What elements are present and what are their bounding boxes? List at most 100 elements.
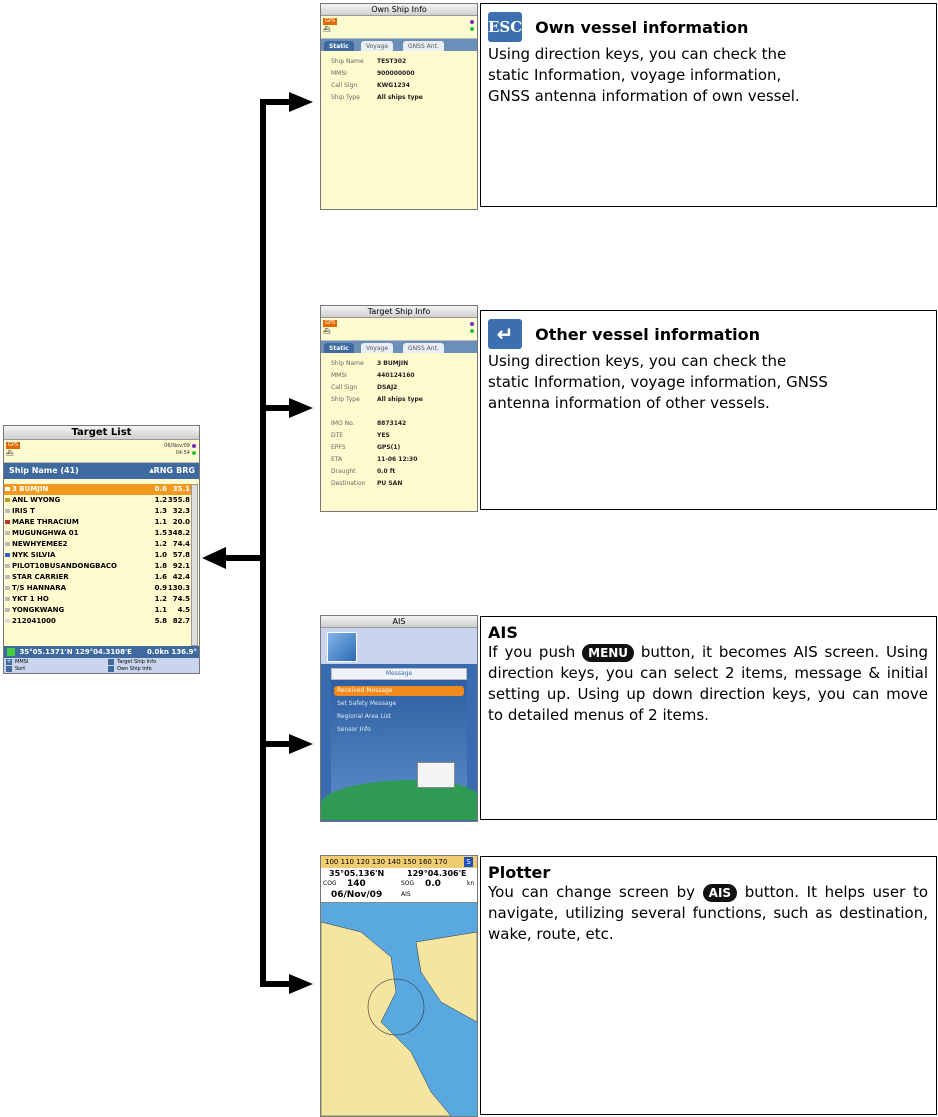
info-row: IMO No.8873142 [331,420,407,427]
esc-icon [108,666,114,672]
ship-icon [5,487,10,491]
range-ring [367,978,425,1036]
tab-voyage[interactable]: Voyage [361,41,394,53]
plus-icon: + [6,658,12,665]
screen-title: Target Ship Info [321,306,477,318]
gps-signal-icon [7,648,15,656]
connector-back [224,555,262,561]
col-brg[interactable]: BRG [176,466,195,475]
col-ship-name[interactable]: Ship Name (41) [9,466,79,475]
target-ship-screen: Target Ship Info GPS ⛴ Static Voyage GNS… [320,305,478,512]
gps-badge: GPS [323,18,338,25]
ship-icon [5,564,10,568]
minus-icon [6,666,12,672]
tab-static[interactable]: Static [324,41,354,53]
ais-info-box: AIS If you push MENU button, it becomes … [480,616,937,820]
box-body: You can change screen by AIS button. It … [488,883,929,943]
gps-badge: GPS [323,320,338,327]
tab-gnss[interactable]: GNSS Ant. [403,41,444,53]
tab-static[interactable]: Static [324,343,354,355]
connector-ais [260,741,290,747]
menu-item-regional[interactable]: Regional Area List [337,713,391,720]
plotter-info-box: Plotter You can change screen by AIS but… [480,856,937,1115]
menu-item-received[interactable]: Received Message [334,686,464,696]
arrow-plotter [289,974,313,994]
box-body: Using direction keys, you can check the … [488,352,828,412]
s-icon: S [464,857,473,867]
position-bar: 35°05.1371'N 129°04.3108'E 0.0kn 136.9° [4,646,199,658]
menu-list: Received Message Set Safety Message Regi… [321,680,477,820]
connector-other [260,405,290,411]
ais-key-icon: AIS [702,883,738,902]
menu-key-icon: MENU [582,643,635,662]
target-list-screen: Target List GPS ⛴ 06/Nov/09 04:54 Ship N… [3,425,200,674]
ship-icon [5,619,10,623]
ship-icon [5,498,10,502]
land-mass [321,921,452,1116]
status-datetime: 06/Nov/09 04:54 [164,443,196,457]
softkey-own[interactable]: Own Ship Info [117,666,152,672]
arrow-back [202,547,226,569]
menu-item-sensor[interactable]: Sensor Info [337,726,371,733]
own-vessel-info-box: ESC Own vessel information Using directi… [480,3,937,207]
ship-icon: ⛴ [323,26,331,33]
softkey-sort[interactable]: Sort [15,666,26,672]
tab-gnss[interactable]: GNSS Ant. [403,343,444,355]
list-header: Ship Name (41) ▲ RNG BRG [4,463,199,479]
screen-title: AIS [321,616,477,628]
ship-icon: ⛴ [6,450,14,457]
esc-icon: ESC [488,12,522,42]
status-bar: GPS ⛴ [321,16,477,39]
tab-voyage[interactable]: Voyage [361,343,394,355]
ship-icon [5,553,10,557]
arrow-own [289,92,313,112]
tab-bar: Static Voyage GNSS Ant. [321,39,477,53]
col-rng[interactable]: RNG [153,466,173,475]
menu-item-safety[interactable]: Set Safety Message [337,700,397,707]
chart-map[interactable] [321,902,477,1116]
softkey-mmsi[interactable]: MMSI [15,659,29,665]
ship-icon [5,542,10,546]
ship-icon [5,575,10,579]
menu-header: Message [331,668,467,680]
softkey-bar: + MMSI Sort Target Ship Info Own Ship In… [4,658,199,673]
ship-icon [5,531,10,535]
box-title: Other vessel information [535,324,760,344]
arrow-other [289,398,313,418]
ship-icon [5,520,10,524]
box-title: Plotter [488,863,551,882]
enter-icon: ↵ [488,319,522,349]
softkey-target[interactable]: Target Ship Info [117,659,157,665]
scrollbar[interactable] [191,484,198,646]
status-indicators [468,19,474,33]
connector-own [260,99,290,105]
scale-bar: 100 110 120 130 140 150 160 170 S [321,856,477,868]
status-bar: GPS ⛴ [321,318,477,341]
screen-title: Target List [4,426,199,440]
status-indicators [468,321,474,335]
ship-icon [5,509,10,513]
